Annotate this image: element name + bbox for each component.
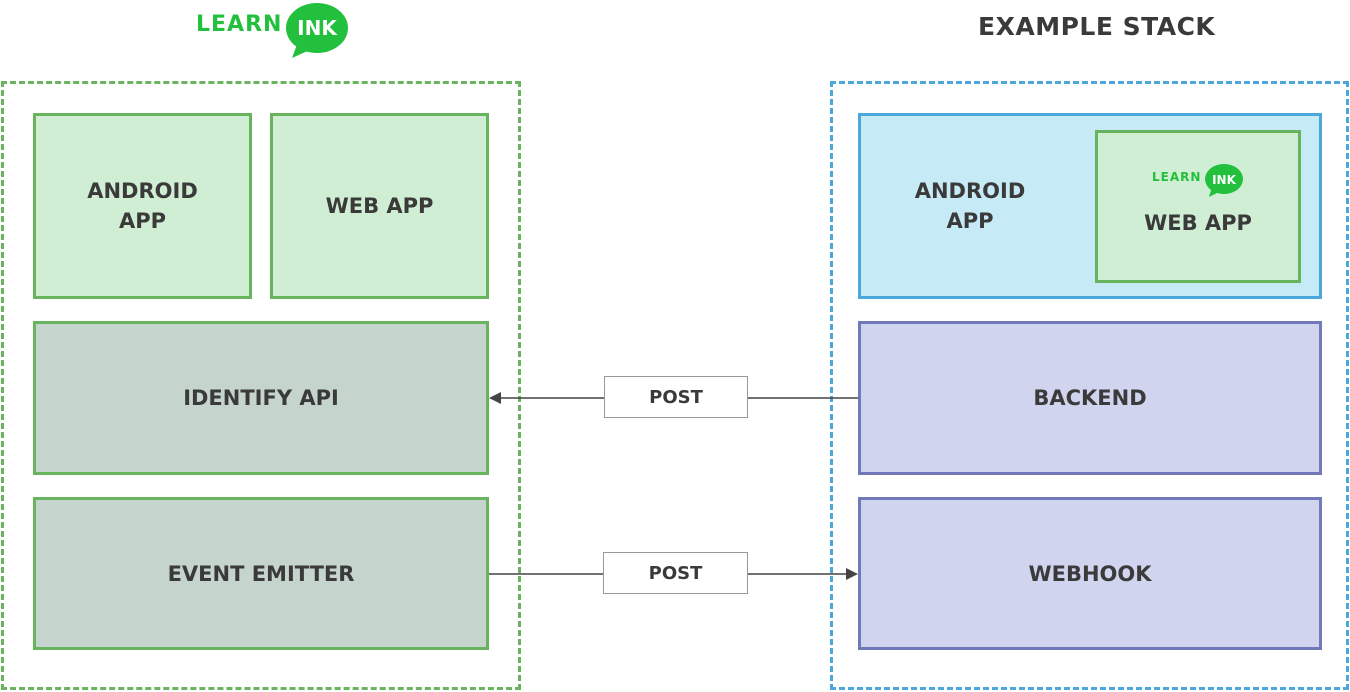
learnink-logo: LEARN INK	[196, 2, 352, 60]
example-stack-title: EXAMPLE STACK	[978, 12, 1216, 41]
backend-box: BACKEND	[858, 321, 1322, 475]
webhook-label: WEBHOOK	[1028, 561, 1152, 586]
example-stack-frame	[830, 81, 1349, 690]
post-label-webhook: POST	[603, 552, 748, 594]
event-emitter-label: EVENT EMITTER	[167, 561, 355, 586]
web-app-logo-bubble-text: INK	[1212, 173, 1237, 187]
right-android-app-area: ANDROID APP	[880, 116, 1060, 296]
right-web-app-label-area: WEB APP	[1098, 203, 1298, 243]
backend-label: BACKEND	[1033, 386, 1147, 410]
learnink-stack-frame	[1, 81, 521, 690]
webhook-box: WEBHOOK	[858, 497, 1322, 650]
web-app-learnink-logo: LEARN INK	[1152, 163, 1248, 199]
left-android-app-label: ANDROID APP	[87, 179, 198, 233]
right-android-app-label: ANDROID APP	[914, 179, 1026, 233]
left-android-app-box: ANDROID APP	[33, 113, 252, 299]
event-emitter-box: EVENT EMITTER	[33, 497, 489, 650]
logo-bubble-text: INK	[297, 16, 338, 40]
web-app-speech-bubble-logo-icon: INK	[1205, 164, 1243, 197]
webhook-arrowhead-icon	[846, 568, 858, 580]
right-web-app-box: LEARN INK WEB APP	[1095, 130, 1301, 283]
left-web-app-box: WEB APP	[270, 113, 489, 299]
left-web-app-label: WEB APP	[325, 194, 434, 218]
post-label-identify: POST	[604, 376, 748, 418]
right-web-app-label: WEB APP	[1144, 211, 1252, 235]
identify-arrowhead-icon	[489, 392, 501, 404]
speech-bubble-logo-icon: INK	[286, 3, 348, 58]
identify-api-box: IDENTIFY API	[33, 321, 489, 475]
identify-api-label: IDENTIFY API	[183, 386, 339, 410]
web-app-logo-word: LEARN	[1152, 170, 1202, 184]
logo-word: LEARN	[196, 12, 283, 37]
